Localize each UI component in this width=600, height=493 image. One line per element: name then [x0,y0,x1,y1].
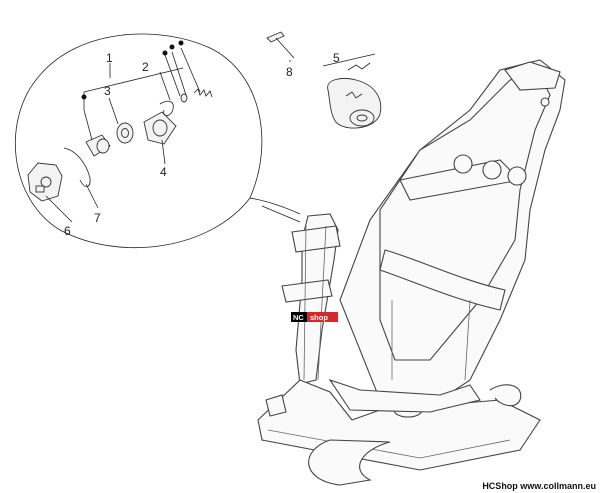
part-7-spring-clip [63,147,91,187]
part-2-pin [159,100,174,116]
part-6-lock-housing [27,162,63,202]
badge-right-text: shop [310,313,328,322]
callout-2: 2 [142,60,149,74]
callout-5: 5 [333,51,340,65]
part-small-ring [180,93,188,103]
callout-3: 3 [104,84,111,98]
scooter-frame [257,59,566,486]
part-3-lock-barrel [85,134,111,157]
part-washer [116,122,134,144]
callout-7: 7 [94,211,101,225]
badge-left-text: NC [293,313,304,322]
callout-labels: 1 2 3 4 5 6 7 8 [64,51,340,238]
nc-shop-badge: NC shop [291,312,338,322]
footer-watermark: HCShop www.collmann.eu [482,481,596,491]
part-8-bolt [266,31,295,62]
callout-4: 4 [160,165,167,179]
callout-1: 1 [106,51,113,65]
part-4-rotor [143,111,177,145]
callout-8: 8 [286,65,293,79]
part-spring [193,88,213,98]
leader-lines [45,40,201,223]
part-5-assembly [322,53,382,129]
detail-bubble [14,33,301,248]
callout-6: 6 [64,224,71,238]
